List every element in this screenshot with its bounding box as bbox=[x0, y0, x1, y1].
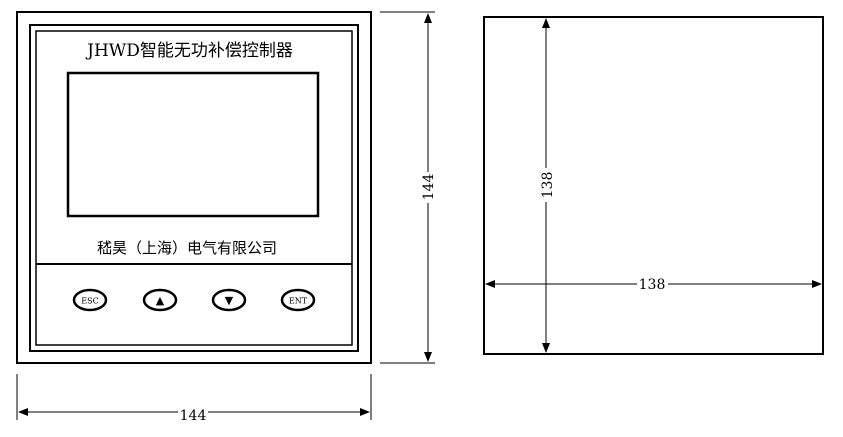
front-height-dimension: 144 bbox=[380, 11, 437, 364]
front-outer-frame bbox=[16, 11, 372, 364]
lcd-screen bbox=[66, 71, 320, 218]
front-bezel-inner bbox=[35, 30, 353, 346]
up-button[interactable]: ▲ bbox=[142, 288, 178, 312]
cutout-width-dimension: 138 bbox=[485, 277, 822, 293]
device-title: JHWD智能无功补偿控制器 bbox=[85, 41, 293, 61]
manufacturer-label: 嵇昊（上海）电气有限公司 bbox=[97, 239, 277, 257]
front-bezel-outer bbox=[29, 24, 359, 352]
cutout-width-value: 138 bbox=[639, 277, 666, 293]
front-view: JHWD智能无功补偿控制器 嵇昊（上海）电气有限公司 ESC ▲ ▼ ENT 1 bbox=[16, 11, 437, 424]
front-width-value: 144 bbox=[180, 408, 207, 424]
cutout-height-dimension: 138 bbox=[540, 18, 556, 353]
enter-button[interactable]: ENT bbox=[280, 288, 316, 312]
enter-button-label: ENT bbox=[289, 297, 308, 306]
cutout-frame bbox=[483, 16, 824, 355]
down-button[interactable]: ▼ bbox=[211, 288, 247, 312]
esc-button-label: ESC bbox=[81, 297, 98, 306]
front-height-value: 144 bbox=[421, 174, 437, 201]
cutout-view: 138 138 bbox=[483, 16, 824, 355]
up-arrow-icon: ▲ bbox=[156, 294, 165, 307]
cutout-height-value: 138 bbox=[540, 172, 556, 199]
down-arrow-icon: ▼ bbox=[225, 294, 234, 307]
front-width-dimension: 144 bbox=[16, 374, 372, 424]
esc-button[interactable]: ESC bbox=[72, 288, 108, 312]
